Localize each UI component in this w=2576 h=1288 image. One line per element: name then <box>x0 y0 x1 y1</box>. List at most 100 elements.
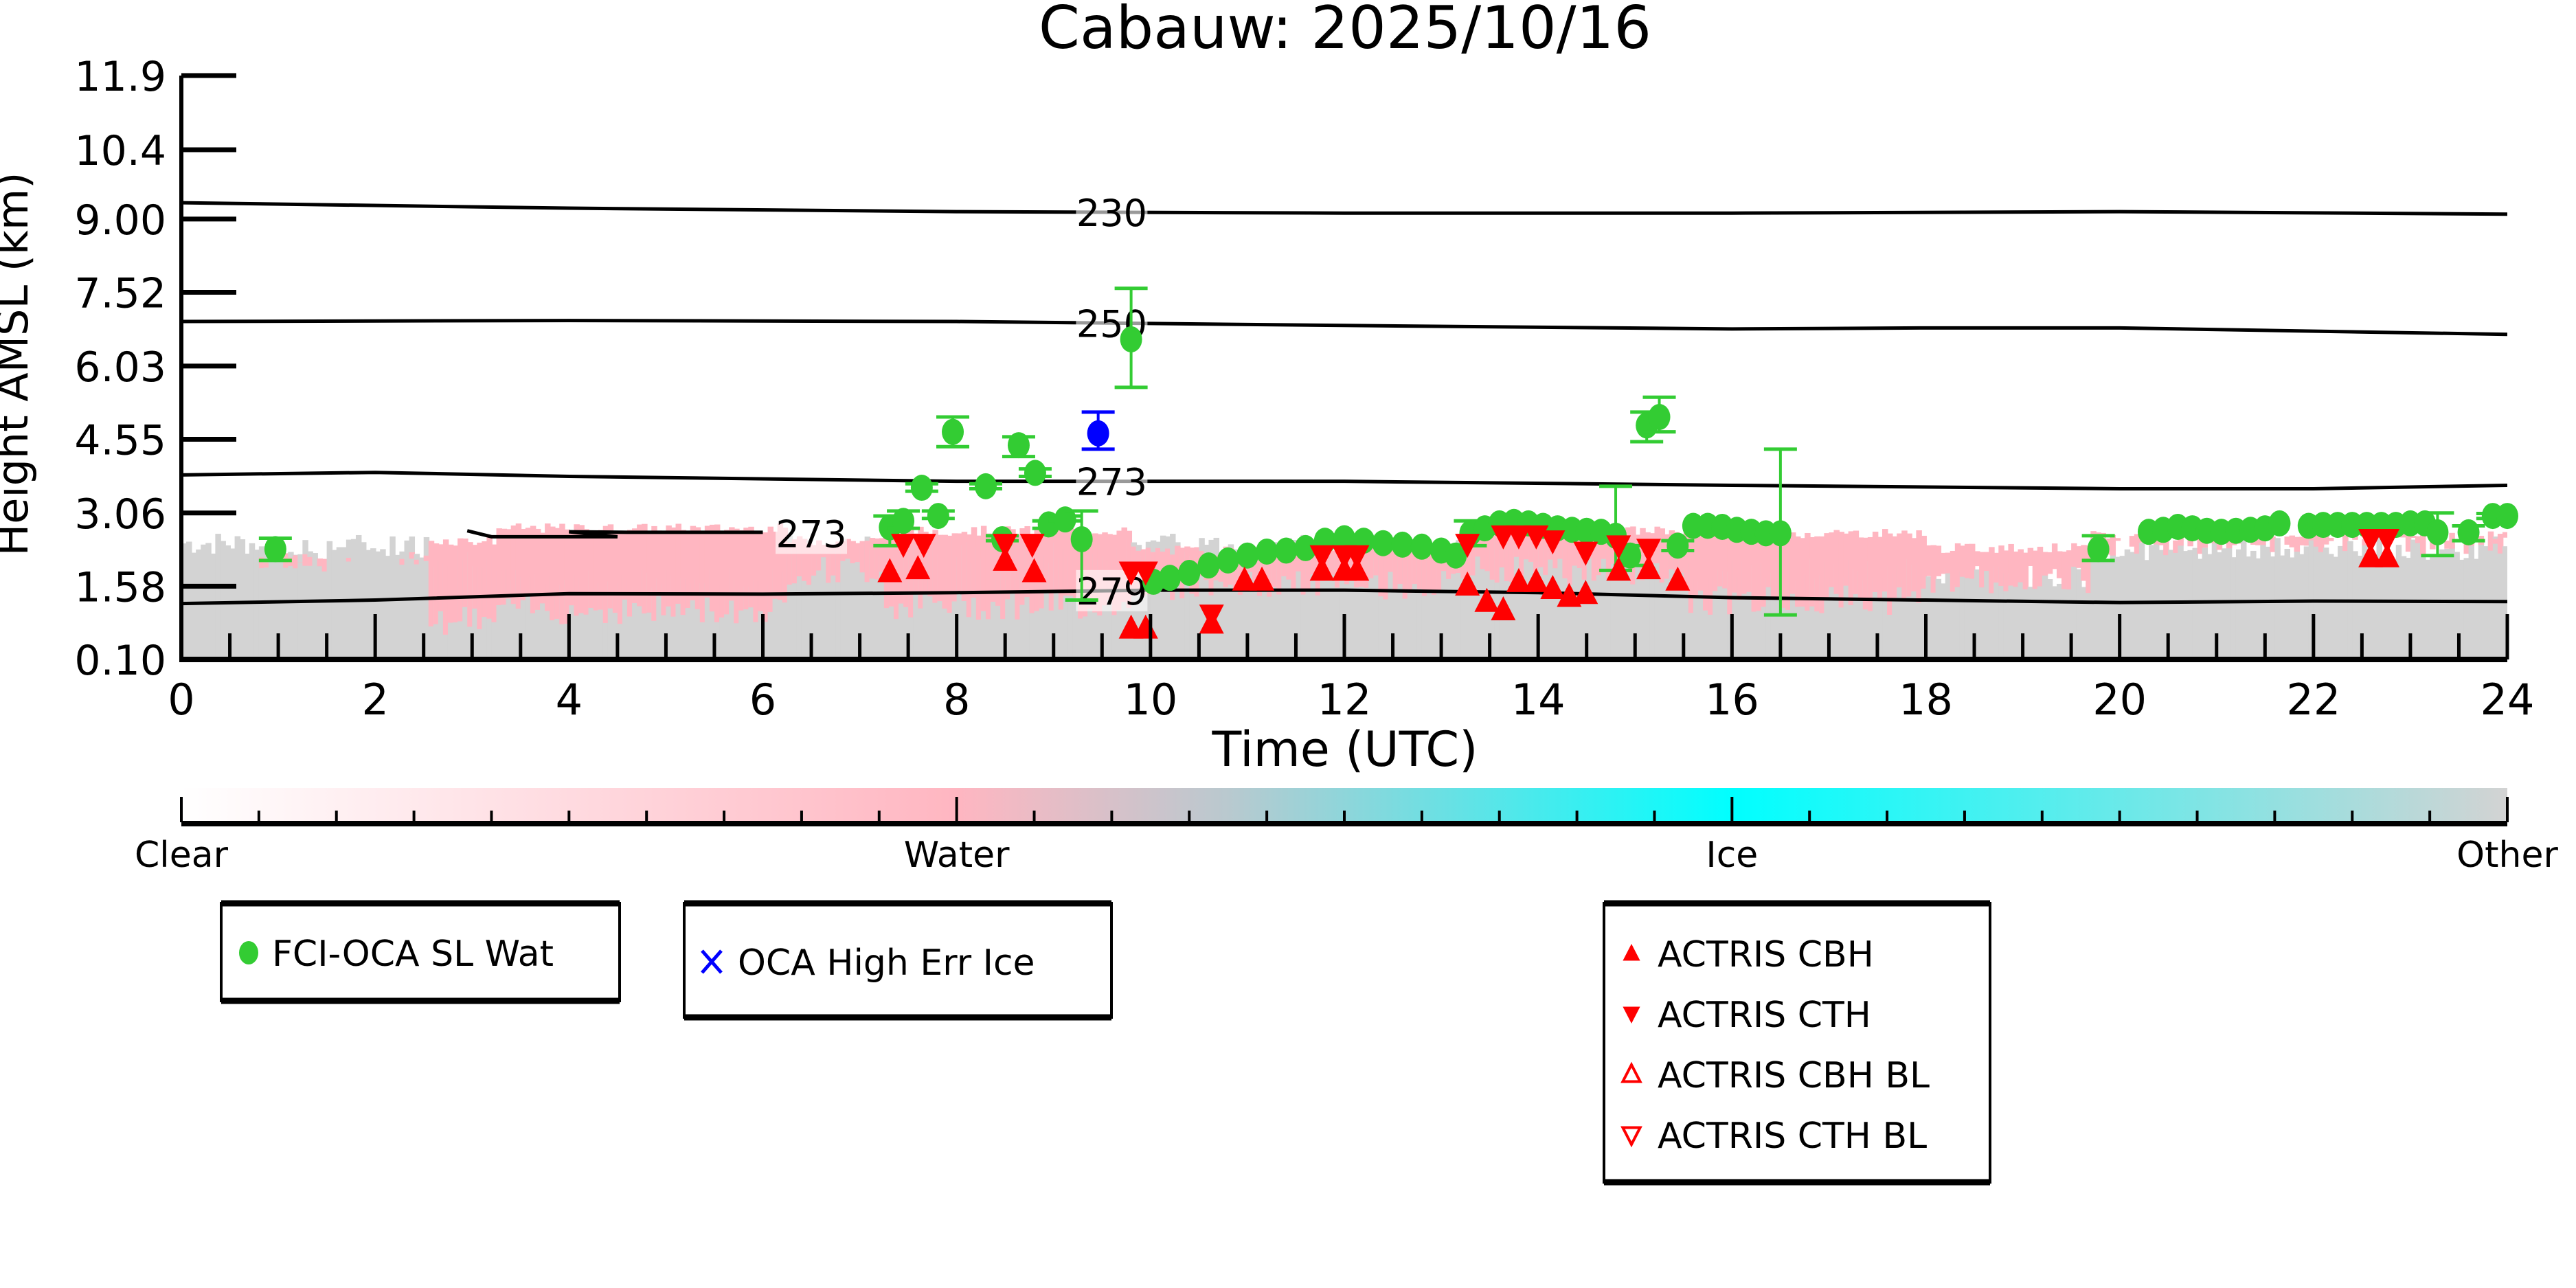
cloud-other-column <box>1359 552 1365 659</box>
cloud-water-column <box>1853 530 1860 594</box>
cloud-water-column <box>1809 536 1816 607</box>
cloud-other-column <box>806 540 813 659</box>
cloud-water-column <box>1402 547 1409 599</box>
cloud-water-column <box>782 528 789 603</box>
cloud-water-column <box>1746 531 1752 592</box>
cloud-other-column <box>1819 575 1825 659</box>
cloud-water-column <box>1232 554 1239 591</box>
cloud-other-column <box>574 574 580 659</box>
cloud-water-column <box>1019 528 1026 605</box>
cbh-marker <box>1540 574 1566 599</box>
cloud-water-column <box>2027 547 2034 566</box>
cloud-other-column <box>2400 556 2407 659</box>
cbh-marker <box>2358 543 2384 567</box>
cloud-other-column <box>1756 563 1763 659</box>
cloud-water-column <box>1974 551 1980 567</box>
cloud-water-column <box>1480 533 1486 569</box>
cloud-other-column <box>569 588 575 659</box>
cloud-other-column <box>675 589 681 659</box>
cloud-water-column <box>719 530 725 618</box>
cloud-water-column <box>2313 534 2320 547</box>
cloud-water-column <box>2492 539 2499 544</box>
data-point <box>2496 503 2518 530</box>
cloud-water-column <box>1954 543 1961 587</box>
cloud-water-column <box>855 543 861 563</box>
cloud-other-column <box>2202 547 2208 659</box>
contour-label: 230 <box>1076 192 1147 235</box>
cloud-water-column <box>1039 533 1046 609</box>
cloud-other-column <box>855 552 861 659</box>
cloud-water-column <box>2056 551 2063 578</box>
cloud-other-column <box>1989 580 1995 659</box>
cloud-other-column <box>341 547 348 659</box>
cth-marker <box>1573 541 1598 566</box>
cloud-other-column <box>2405 558 2412 659</box>
cloud-water-column <box>1867 536 1874 611</box>
cloud-other-column <box>2235 549 2242 659</box>
contour-line <box>466 529 763 539</box>
cloud-other-column <box>1228 544 1234 659</box>
cloud-other-column <box>2425 559 2431 659</box>
data-point <box>1070 526 1093 552</box>
colorbar-label-clear: Clear <box>135 835 229 876</box>
cloud-water-column <box>2110 534 2116 556</box>
cloud-other-column <box>1872 577 1879 659</box>
cbh-marker <box>1665 566 1691 591</box>
cloud-water-column <box>1824 533 1830 600</box>
cloud-other-column <box>1339 553 1346 659</box>
x-tick-label: 2 <box>361 675 388 725</box>
data-point <box>2426 519 2449 545</box>
cloud-water-column <box>1829 532 1835 587</box>
cloud-water-column <box>1761 529 1767 607</box>
cloud-other-column <box>1242 551 1249 659</box>
cloud-water-column <box>1989 547 1995 594</box>
cloud-water-column <box>510 525 517 605</box>
cbh-marker <box>1573 580 1598 605</box>
cloud-water-column <box>554 528 561 619</box>
cloud-other-column <box>186 541 192 659</box>
cloud-other-column <box>1800 561 1806 659</box>
cloud-water-column <box>2163 540 2169 556</box>
cloud-other-column <box>661 584 667 659</box>
cloud-other-column <box>801 543 808 659</box>
cloud-other-column <box>1509 541 1515 659</box>
cloud-other-column <box>995 556 1002 659</box>
cloud-other-column <box>1475 535 1481 659</box>
cloud-other-column <box>2420 551 2426 659</box>
cloud-other-column <box>2454 552 2460 659</box>
cloud-water-column <box>777 523 784 600</box>
cloud-other-column <box>2008 573 2014 659</box>
cloud-water-column <box>2042 552 2048 576</box>
y-tick-label: 6.03 <box>74 343 166 392</box>
cloud-other-column <box>831 554 837 659</box>
cth-marker <box>1506 525 1531 550</box>
cloud-water-column <box>2061 551 2068 589</box>
cbh-marker <box>1524 567 1549 592</box>
cloud-other-column <box>1805 574 1811 659</box>
cloud-water-column <box>1872 531 1879 592</box>
cloud-water-column <box>1640 528 1646 580</box>
cloud-other-column <box>1470 553 1476 659</box>
cloud-water-column <box>321 558 328 572</box>
y-tick-label: 3.06 <box>74 490 166 539</box>
cloud-other-column <box>1446 555 1452 659</box>
cloud-water-column <box>1310 550 1317 575</box>
cloud-other-column <box>215 534 221 659</box>
cloud-other-column <box>971 563 978 659</box>
cloud-water-column <box>1964 543 1971 578</box>
cloud-other-column <box>1708 577 1714 659</box>
cloud-other-column <box>2003 573 2009 659</box>
cloud-water-column <box>1930 545 1937 593</box>
cloud-other-column <box>1669 543 1675 659</box>
cloud-water-column <box>1959 545 1966 577</box>
cloud-other-column <box>2381 556 2388 659</box>
cloud-other-column <box>307 551 313 659</box>
cloud-other-column <box>1993 566 2000 659</box>
cloud-water-column <box>1984 552 1990 572</box>
cloud-water-column <box>293 555 299 569</box>
cloud-water-column <box>1426 545 1433 592</box>
cloud-other-column <box>607 581 614 659</box>
cloud-other-column <box>787 535 793 659</box>
